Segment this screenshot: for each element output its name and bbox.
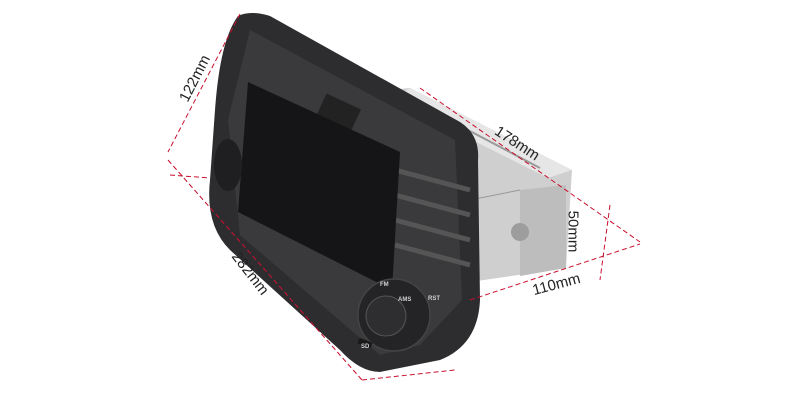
control-pad xyxy=(357,278,431,352)
left-knob xyxy=(214,139,242,191)
dimension-label-50mm: 50mm xyxy=(564,210,582,253)
display-screen xyxy=(238,82,400,290)
fm-button: FM xyxy=(380,282,389,288)
rst-button: RST xyxy=(428,296,440,302)
ams-button: AMS xyxy=(398,297,412,303)
sd-slot-label: SD xyxy=(361,344,370,350)
dimension-lines xyxy=(167,13,641,381)
